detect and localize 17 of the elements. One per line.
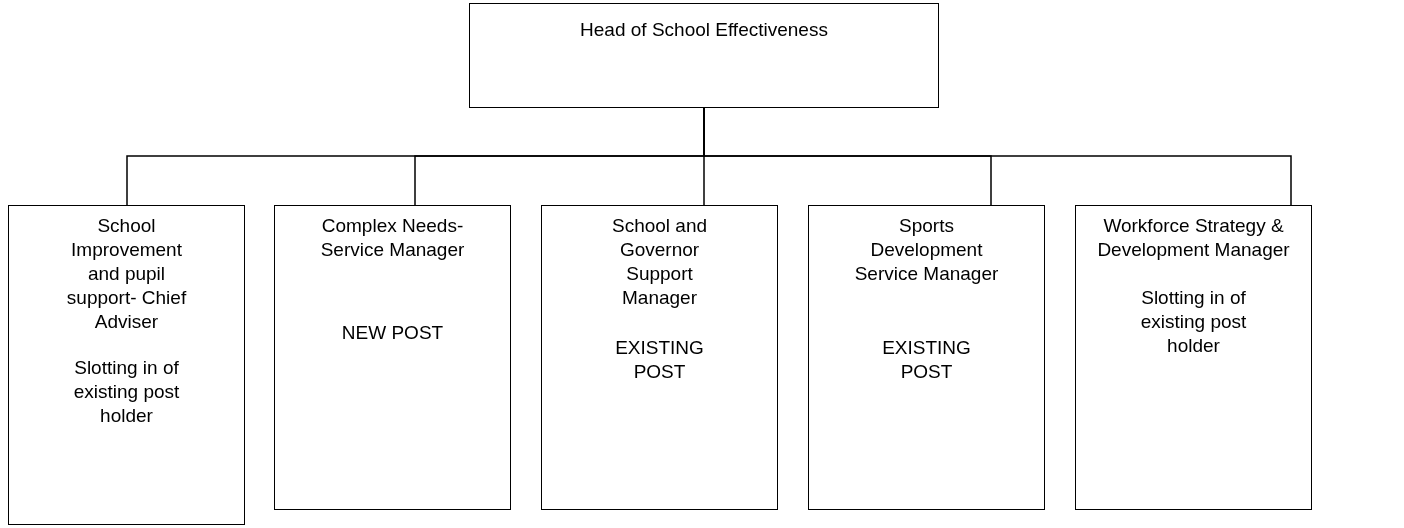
post-status: Slotting in of existing post holder — [1139, 286, 1248, 358]
org-box — [469, 3, 939, 108]
post-status: EXISTING POST — [614, 336, 705, 384]
org-box — [8, 205, 245, 525]
role-title: Head of School Effectiveness — [579, 18, 829, 42]
org-box — [808, 205, 1045, 510]
org-box — [541, 205, 778, 510]
role-title: School and Governor Support Manager — [610, 214, 709, 310]
post-status: EXISTING POST — [881, 336, 972, 384]
role-title: Workforce Strategy & Development Manager — [1096, 214, 1291, 262]
role-title: Complex Needs- Service Manager — [319, 214, 466, 262]
role-title: Sports Development Service Manager — [853, 214, 1000, 286]
post-status: NEW POST — [340, 321, 445, 345]
org-box — [1075, 205, 1312, 510]
post-status: Slotting in of existing post holder — [72, 356, 181, 428]
org-box — [274, 205, 511, 510]
role-title: School Improvement and pupil support- Chief Adviser — [65, 214, 188, 334]
